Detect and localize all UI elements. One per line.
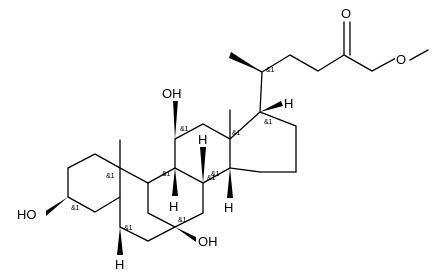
stereo-labels: &1 &1 &1 &1 &1 &1 &1 &1 &1 &1 &1 [71,67,275,232]
atom-h-c8: H [198,132,207,147]
atom-h-c14: H [224,200,233,215]
atom-ester-o-carbonyl: O [341,6,351,21]
c20-methyl-wedge [229,52,262,72]
c7-oh-wedge [175,227,198,242]
side-chain-bonds [231,21,399,113]
stereo-label-c13: &1 [232,130,241,137]
c8-h-wedge [200,147,206,183]
stereo-label-c12: &1 [180,126,189,133]
c5-h-wedge [117,227,123,255]
stereo-label-c5: &1 [124,225,133,232]
c9-h-wedge [172,168,178,196]
ring-b-bonds [119,167,176,242]
methoxy-methyl-bond [409,49,429,61]
atom-oh-c7: OH [198,234,218,249]
stereo-label-c14: &1 [211,171,220,178]
atom-h-c9: H [169,199,178,214]
ring-a-bonds [67,153,121,213]
ring-c-bonds [147,123,231,228]
atom-h-c5: H [115,257,124,272]
atom-oh-c12: OH [162,86,182,101]
stereo-label-c17: &1 [264,119,273,126]
c12-oh-wedge [173,100,178,139]
stereo-label-c7: &1 [178,217,187,224]
c3-oh-hash-wedge [44,197,68,216]
atom-ester-o-ether: O [396,52,406,67]
stereo-label-c10: &1 [106,173,115,180]
c17-h-wedge [260,101,283,112]
c14-h-wedge [227,168,233,198]
stereo-label-c20: &1 [266,67,275,74]
atom-h-c17: H [284,96,293,111]
atom-ho-c3: HO [17,207,37,222]
stereo-label-c3: &1 [71,205,80,212]
stereo-label-c8: &1 [207,175,216,182]
ring-d-bonds [229,111,297,173]
stereo-label-c9: &1 [162,171,171,178]
